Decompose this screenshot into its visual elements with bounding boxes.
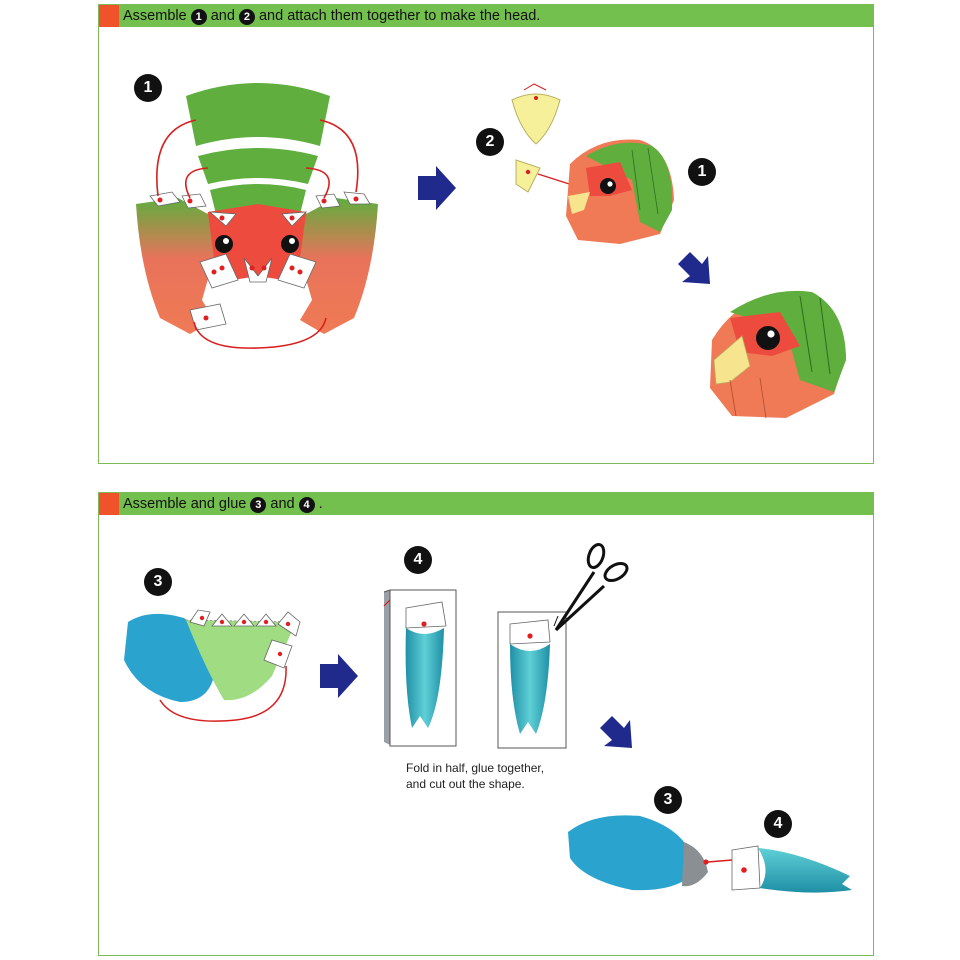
head-template-flat: [136, 83, 378, 349]
step1-title-badge-1: 1: [190, 9, 207, 25]
caption-line-2: and cut out the shape.: [406, 777, 525, 791]
tail-blue-piece: [124, 613, 214, 702]
tail-blue-finished: [568, 815, 696, 891]
crest-piece-middle: [198, 148, 318, 184]
tail-green-piece: [186, 620, 296, 701]
eye-left: [215, 235, 233, 253]
scissors-icon: [554, 542, 629, 632]
crest-piece-lower: [210, 184, 306, 214]
tail-template-flat: [124, 609, 301, 722]
cheek-left: [136, 198, 214, 334]
step2-title-badge-4: 4: [298, 497, 315, 513]
cutout-sheet: [497, 611, 567, 749]
badge-part-1-template: 1: [134, 74, 162, 102]
beak-parts: [511, 83, 589, 193]
eye-right: [281, 235, 299, 253]
tail-finished: [568, 815, 852, 893]
step2-title: Assemble and glue 3 and 4 .: [123, 496, 323, 513]
head-assembled-small: [566, 139, 674, 244]
beak-lower-piece: [515, 159, 541, 193]
arrow-diagonal-step1: [678, 252, 710, 284]
badge-part-3-finished: 3: [654, 786, 682, 814]
step1-header-marker: [99, 5, 119, 27]
badge-part-3-template: 3: [144, 568, 172, 596]
arrow-right-step1: [418, 166, 456, 210]
head-finished-large: [710, 290, 846, 419]
step2-header-marker: [99, 493, 119, 515]
arrow-right-step2: [320, 654, 358, 698]
arrow-diagonal-step2: [600, 716, 632, 748]
badge-part-1-head: 1: [688, 158, 716, 186]
step2-title-badge-3: 3: [250, 497, 267, 513]
folded-sheet: [383, 589, 457, 747]
step1-title: Assemble 1 and 2 and attach them togethe…: [123, 8, 541, 25]
tail-teal-finished: [758, 848, 852, 893]
badge-part-4-fold: 4: [404, 546, 432, 574]
step1-title-badge-2: 2: [238, 9, 255, 25]
beak-upper-piece: [511, 93, 561, 145]
step1-header-bar: Assemble 1 and 2 and attach them togethe…: [99, 5, 873, 27]
fold-instruction-caption: Fold in half, glue together, and cut out…: [406, 760, 586, 792]
cheek-right: [300, 198, 378, 334]
step2-header-bar: Assemble and glue 3 and 4 .: [99, 493, 873, 515]
caption-line-1: Fold in half, glue together,: [406, 761, 545, 775]
badge-part-4-finished: 4: [764, 810, 792, 838]
crest-piece-top: [186, 83, 330, 146]
badge-part-2-beak: 2: [476, 128, 504, 156]
